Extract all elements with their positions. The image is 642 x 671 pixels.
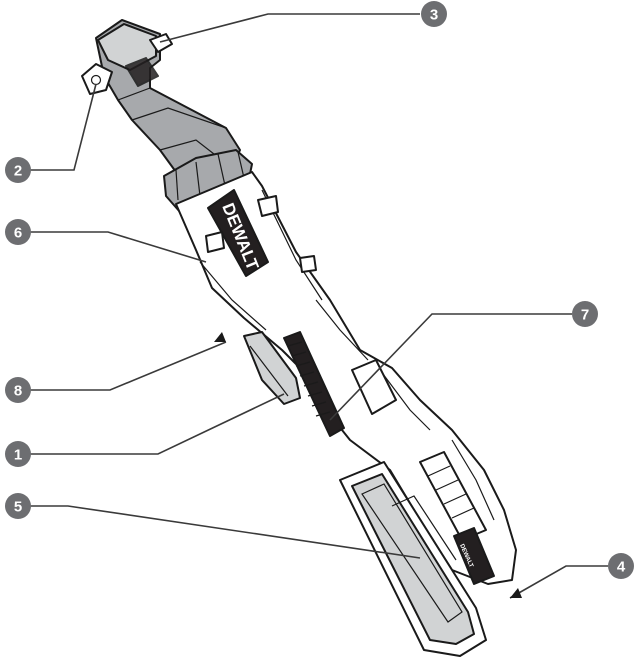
- leader-6: [30, 231, 207, 263]
- callout-1: 1: [5, 441, 31, 467]
- leader-4: [509, 565, 608, 599]
- leader-4-arrow: [510, 588, 522, 598]
- ratchet-tool: DEWALT: [81, 19, 517, 657]
- handle-buttons: [419, 451, 487, 541]
- svg-text:5: 5: [14, 499, 22, 516]
- leader-8: [30, 341, 227, 391]
- leader-3: [159, 13, 420, 43]
- leader-lines: [30, 13, 608, 599]
- callout-4: 4: [608, 553, 634, 579]
- callout-markers: 3 2 6 7 8 1 5 4: [5, 1, 634, 579]
- callout-6: 6: [5, 219, 31, 245]
- leader-5: [30, 505, 421, 559]
- leader-1: [30, 393, 285, 455]
- callout-8: 8: [5, 377, 31, 403]
- svg-text:6: 6: [14, 225, 22, 242]
- svg-text:2: 2: [14, 163, 22, 180]
- square-drive: [81, 63, 113, 95]
- svg-text:4: 4: [617, 559, 626, 576]
- svg-text:7: 7: [581, 307, 589, 324]
- leader-8-arrow: [214, 332, 226, 342]
- paddle-switch: [243, 331, 301, 405]
- callout-3: 3: [421, 1, 447, 27]
- leader-7: [329, 313, 572, 421]
- callout-5: 5: [5, 493, 31, 519]
- trigger: [351, 359, 397, 415]
- svg-text:1: 1: [14, 447, 22, 464]
- callout-2: 2: [5, 157, 31, 183]
- svg-text:8: 8: [14, 383, 22, 400]
- leader-2: [30, 83, 97, 171]
- callout-7: 7: [572, 301, 598, 327]
- logo-plate: DEWALT: [205, 189, 317, 277]
- svg-text:3: 3: [430, 7, 438, 24]
- reversing-lever: [149, 33, 173, 53]
- vent-grips: [283, 331, 345, 437]
- battery-pack: DEWALT: [339, 461, 495, 657]
